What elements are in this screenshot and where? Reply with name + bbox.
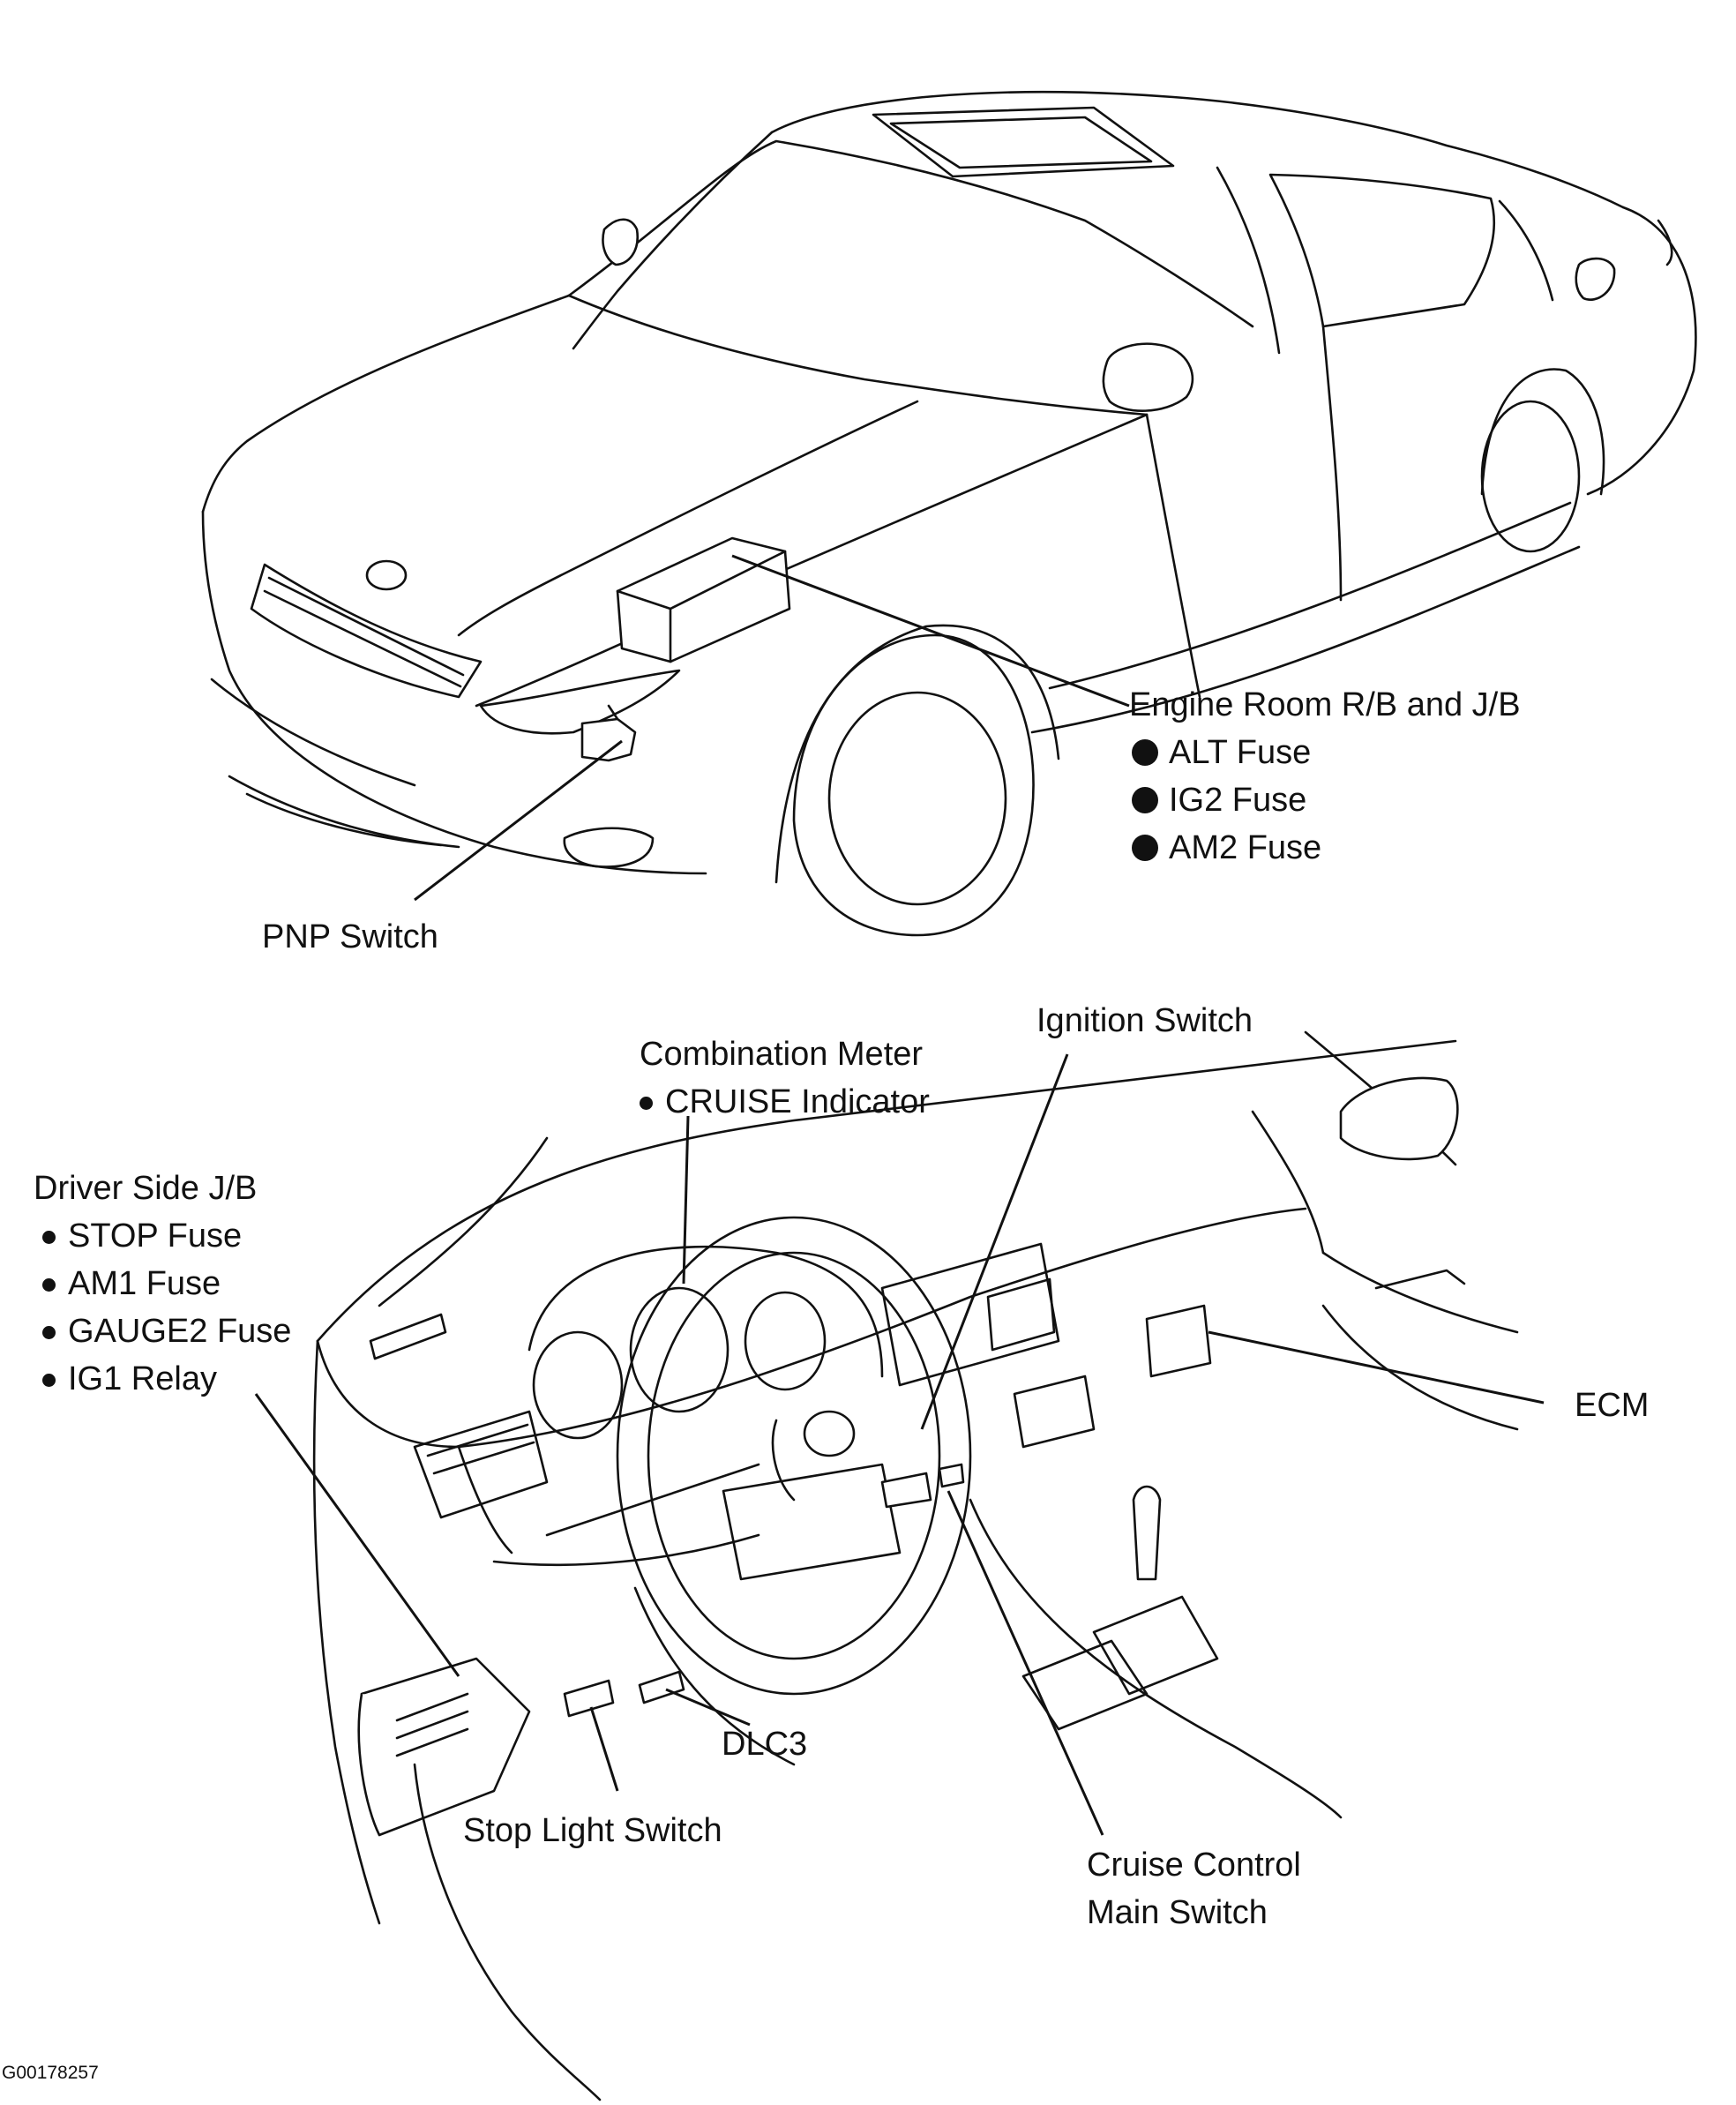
cruise-control-label-line1: Cruise Control [1087,1847,1301,1884]
am2-fuse-label: AM2 Fuse [1132,824,1321,872]
engine-room-rb-jb-label: Engine Room R/B and J/B [1129,686,1521,723]
dlc3-label: DLC3 [722,1726,808,1763]
pnp-switch-label: PNP Switch [262,918,438,955]
ecm-label: ECM [1575,1387,1650,1424]
leader-lines [254,554,1545,1836]
driver-side-jb-label: Driver Side J/B [34,1170,258,1207]
cruise-indicator-label: CRUISE Indicator [640,1078,930,1126]
stop-light-switch-label: Stop Light Switch [463,1812,722,1849]
ignition-switch-label: Ignition Switch [1036,1002,1253,1039]
combination-meter-label: Combination Meter [640,1036,924,1073]
am1-fuse-label: AM1 Fuse [42,1260,221,1307]
alt-fuse-label: ALT Fuse [1132,729,1311,776]
stop-fuse-label: STOP Fuse [42,1212,242,1260]
ig1-relay-label: IG1 Relay [42,1355,217,1403]
gauge2-fuse-label: GAUGE2 Fuse [42,1307,291,1355]
figure-code: G00178257 [2,2063,99,2083]
ig2-fuse-label: IG2 Fuse [1132,776,1306,824]
interior-illustration [312,1030,1519,2101]
cruise-control-label-line2: Main Switch [1087,1894,1268,1931]
car-illustration [201,91,1697,937]
